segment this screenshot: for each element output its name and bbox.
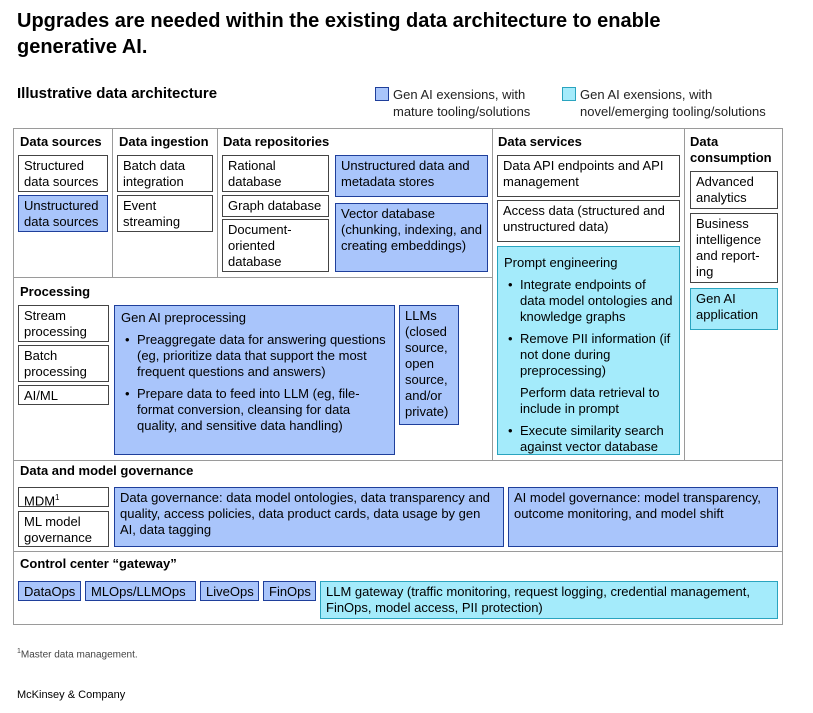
preprocessing-item-preaggregate: Preaggregate data for answering question… [125,332,388,380]
mdm-footnote-marker: 1 [55,493,60,502]
prompt-item-ontologies: Integrate endpoints of data model ontolo… [508,277,673,325]
box-ai-ml: AI/ML [18,385,109,405]
diagram-subtitle: Illustrative data architecture [17,85,218,102]
prompt-item-retrieval: Perform data retrieval to include in pro… [520,385,660,416]
brand-logo-text: McKinsey & Company [17,689,126,701]
section-title-processing: Processing [20,284,91,299]
legend-label-novel: Gen AI exensions, with novel/emerging to… [580,87,766,119]
box-liveops: LiveOps [200,581,259,601]
box-ml-model-governance: ML model governance [18,511,109,547]
box-graph-database: Graph database [222,195,329,217]
box-document-database: Document-oriented database [222,219,329,272]
section-title-data-consumption: Data consumption [690,134,772,165]
section-title-governance: Data and model governance [20,463,194,478]
page-title: Upgrades are needed within the existing … [17,10,661,58]
preprocessing-item-prepare: Prepare data to feed into LLM (eg, file-… [125,386,388,434]
box-rational-database: Rational database [222,155,329,192]
box-vector-database: Vector database (chunking, indexing, and… [335,203,488,272]
footnote-marker: 1 [17,648,21,655]
prompt-engineering-title: Prompt engineering [504,255,618,270]
box-mlops-llmops: MLOps/LLMOps [85,581,196,601]
section-title-data-sources: Data sources [20,134,102,149]
section-title-data-ingestion: Data ingestion [119,134,209,149]
box-gen-ai-application: Gen AI application [690,288,778,330]
legend-swatch-mature [375,87,389,101]
mdm-label: MDM [24,493,56,509]
box-batch-processing: Batch processing [18,345,109,382]
box-llms: LLMs (closed source, open source, and/or… [399,305,459,425]
section-title-data-repositories: Data repositories [223,134,330,149]
box-event-streaming: Event streaming [117,195,213,232]
box-advanced-analytics: Advanced analytics [690,171,778,209]
box-prompt-engineering: Prompt engineering Integrate endpoints o… [497,246,680,455]
box-unstructured-stores: Unstructured data and metadata stores [335,155,488,197]
section-title-control-center: Control center “gateway” [20,556,177,571]
box-structured-data-sources: Structured data sources [18,155,108,192]
box-data-governance: Data governance: data model ontologies, … [114,487,504,547]
box-llm-gateway: LLM gateway (traffic monitoring, request… [320,581,778,619]
box-dataops: DataOps [18,581,81,601]
box-batch-data-integration: Batch data integration [117,155,213,192]
box-mdm: MDM1 [18,487,109,509]
box-ai-model-governance: AI model governance: model transparency,… [508,487,778,547]
prompt-item-remove-pii: Remove PII information (if not done duri… [508,331,673,379]
footnote: 1Master data management. [17,648,138,660]
box-stream-processing: Stream processing [18,305,109,342]
legend-label-mature: Gen AI exensions, with mature tooling/so… [393,87,531,119]
box-unstructured-data-sources: Unstructured data sources [18,195,108,232]
preprocessing-title: Gen AI preprocessing [121,310,247,325]
section-title-data-services: Data services [498,134,582,149]
box-gen-ai-preprocessing: Gen AI preprocessing Preaggregate data f… [114,305,395,455]
box-data-api-endpoints: Data API endpoints and API management [497,155,680,197]
footnote-text: Master data management. [20,649,138,661]
box-access-data: Access data (structured and unstructured… [497,200,680,242]
prompt-item-similarity: Execute similarity search against vector… [508,423,673,455]
box-business-intelligence: Business intelligence and report-ing [690,213,778,283]
legend-swatch-novel [562,87,576,101]
box-finops: FinOps [263,581,316,601]
